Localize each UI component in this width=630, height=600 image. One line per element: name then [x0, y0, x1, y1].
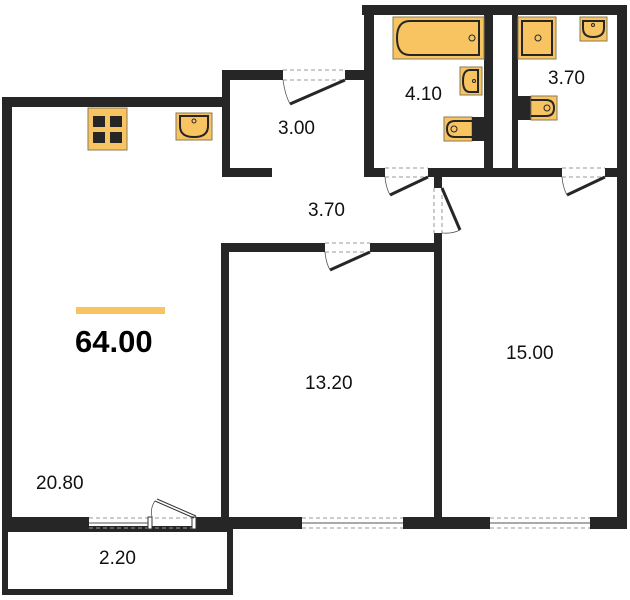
- room-area-bedroom-1: 13.20: [305, 373, 353, 394]
- door-toilet: [561, 167, 606, 197]
- toilet-icon: [443, 116, 484, 142]
- room-area-living: 20.80: [36, 473, 84, 494]
- room-area-storage: 3.00: [278, 118, 315, 139]
- windows: [89, 517, 590, 529]
- total-area-accent-bar: [76, 307, 165, 314]
- room-area-bedroom-2: 15.00: [506, 343, 554, 364]
- room-area-hallway: 3.70: [308, 200, 345, 221]
- door-storage: [282, 69, 346, 106]
- total-area: 64.00: [75, 324, 153, 359]
- room-area-balcony: 2.20: [99, 548, 136, 569]
- bathroom-sink-icon: [459, 66, 483, 96]
- washbasin-icon: [579, 16, 608, 42]
- room-area-bathroom: 4.10: [405, 84, 442, 105]
- bathtub-icon: [392, 16, 485, 60]
- fixtures: [87, 16, 608, 151]
- kitchen-sink-icon: [175, 112, 213, 141]
- door-bathroom: [384, 167, 429, 197]
- doors: [147, 69, 606, 530]
- toilet-2-icon: [518, 95, 558, 121]
- shower-tray-icon: [517, 16, 557, 60]
- door-bedroom-1: [324, 242, 371, 272]
- walls: [2, 5, 627, 595]
- door-bedroom-2: [433, 187, 462, 234]
- stove-icon: [87, 107, 128, 151]
- room-area-toilet: 3.70: [548, 68, 585, 89]
- door-balcony: [147, 498, 197, 530]
